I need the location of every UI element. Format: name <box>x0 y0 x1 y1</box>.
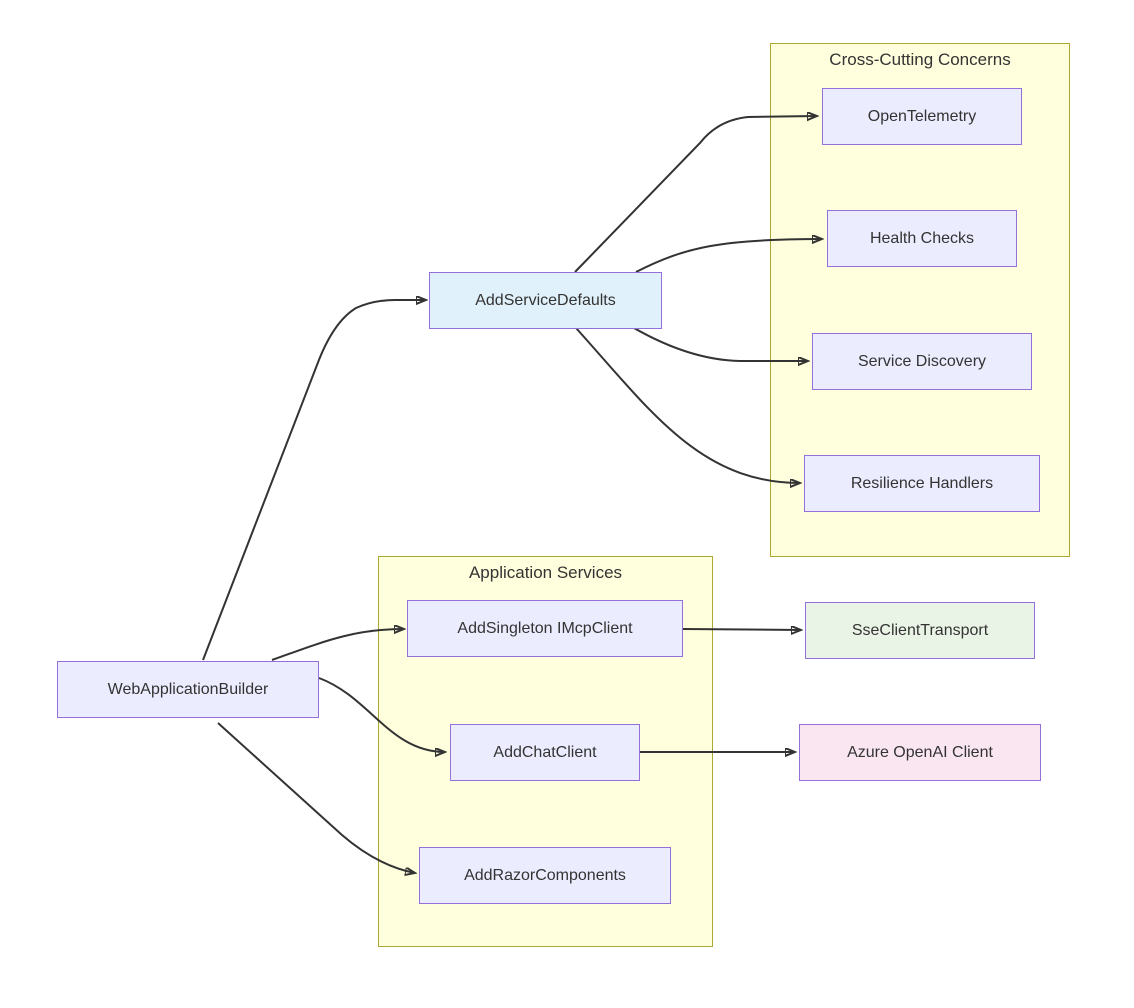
node-label: AddServiceDefaults <box>475 291 616 309</box>
node-label: Service Discovery <box>857 352 987 370</box>
node-azure-openai-client: Azure OpenAI Client <box>799 724 1041 781</box>
node-label: AddRazorComponents <box>464 866 626 884</box>
node-label: Health Checks <box>869 229 975 247</box>
node-add-chat-client: AddChatClient <box>450 724 640 781</box>
node-label: OpenTelemetry <box>867 107 977 125</box>
node-label: Azure OpenAI Client <box>847 743 993 761</box>
node-open-telemetry: OpenTelemetry <box>822 88 1022 145</box>
edge-addservicedefaults-resiliencehandlers <box>575 327 800 483</box>
node-sse-client-transport: SseClientTransport <box>805 602 1035 659</box>
node-add-singleton-imcpclient: AddSingleton IMcpClient <box>407 600 683 657</box>
node-add-razor-components: AddRazorComponents <box>419 847 671 904</box>
node-label: AddSingleton IMcpClient <box>457 619 633 637</box>
node-service-discovery: Service Discovery <box>812 333 1032 390</box>
node-label: Resilience Handlers <box>850 474 994 492</box>
node-health-checks: Health Checks <box>827 210 1017 267</box>
cluster-title-application-services: Application Services <box>468 563 623 582</box>
cluster-title-cross-cutting-concerns: Cross-Cutting Concerns <box>829 50 1011 69</box>
node-resilience-handlers: Resilience Handlers <box>804 455 1040 512</box>
node-web-application-builder: WebApplicationBuilder <box>57 661 319 718</box>
node-label: AddChatClient <box>493 743 597 761</box>
node-add-service-defaults: AddServiceDefaults <box>429 272 662 329</box>
node-label: WebApplicationBuilder <box>107 680 269 698</box>
node-label: SseClientTransport <box>851 621 989 639</box>
